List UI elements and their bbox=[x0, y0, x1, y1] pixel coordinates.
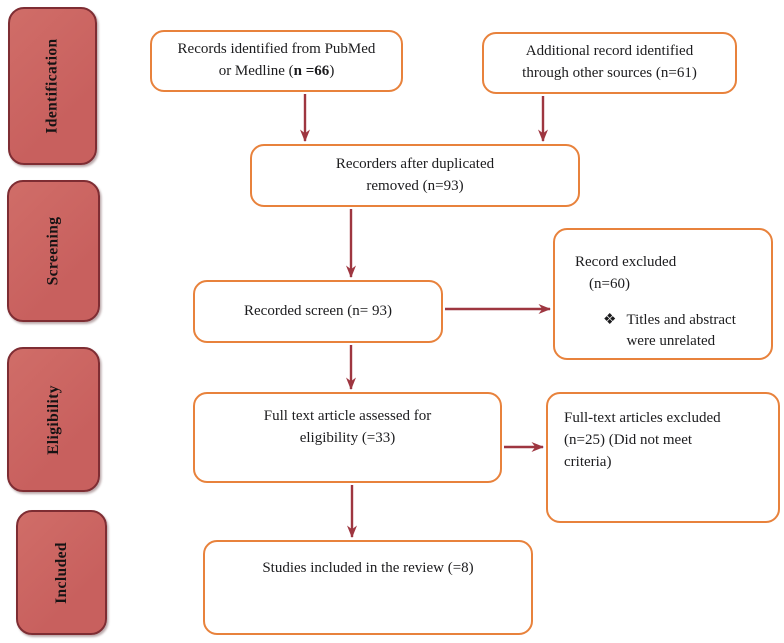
box-excluded-line2: (n=60) bbox=[589, 275, 630, 292]
stage-identification: Identification bbox=[8, 7, 97, 165]
stage-screening-label: Screening bbox=[44, 216, 62, 286]
box-ft-excluded-line2: (n=25) (Did not meet bbox=[564, 431, 693, 448]
box-fulltext-line1: Full text article assessed for bbox=[263, 408, 432, 424]
box-dedup-line2: removed (n=93) bbox=[366, 177, 464, 194]
stage-screening: Screening bbox=[7, 180, 100, 322]
box-additional-records: Additional record identified through oth… bbox=[482, 32, 737, 94]
box-studies-included: Studies included in the review (=8) bbox=[203, 540, 533, 635]
box-records-excluded: Record excluded (n=60) ❖ Titles and abst… bbox=[553, 228, 773, 360]
box-excluded-line1: Record excluded bbox=[575, 254, 677, 270]
box-excluded-bullet: ❖ Titles and abstract were unrelated bbox=[603, 310, 759, 354]
box-additional-line1: Additional record identified bbox=[525, 43, 694, 60]
box-after-duplicates: Recorders after duplicated removed (n=93… bbox=[250, 144, 580, 207]
box-ft-excluded-line3: criteria) bbox=[564, 453, 612, 470]
stage-included: Included bbox=[16, 510, 107, 635]
diamond-bullet-icon: ❖ bbox=[603, 311, 617, 328]
stage-eligibility-label: Eligibility bbox=[44, 384, 62, 455]
box-records-line1: Records identified from PubMed bbox=[177, 41, 376, 58]
box-additional-line2: through other sources (n=61) bbox=[522, 65, 697, 81]
stage-included-label: Included bbox=[52, 541, 70, 604]
box-fulltext-excluded: Full-text articles excluded (n=25) (Did … bbox=[546, 392, 780, 523]
stage-eligibility: Eligibility bbox=[7, 347, 100, 492]
stage-identification-label: Identification bbox=[43, 38, 61, 134]
box-records-line2: or Medline (n =66) bbox=[218, 63, 335, 79]
box-records-identified: Records identified from PubMed or Medlin… bbox=[150, 30, 403, 92]
box-excluded-bullet-text: Titles and abstract were unrelated bbox=[626, 311, 736, 350]
box-records-screened: Recorded screen (n= 93) bbox=[193, 280, 443, 343]
box-ft-excluded-line1: Full-text articles excluded bbox=[564, 410, 721, 426]
box-included-line1: Studies included in the review (=8) bbox=[262, 560, 474, 576]
box-fulltext-assessed: Full text article assessed for eligibili… bbox=[193, 392, 502, 483]
box-dedup-line1: Recorders after duplicated bbox=[335, 155, 495, 172]
box-fulltext-line2: eligibility (=33) bbox=[299, 429, 396, 446]
box-screened-line1: Recorded screen (n= 93) bbox=[244, 302, 392, 319]
